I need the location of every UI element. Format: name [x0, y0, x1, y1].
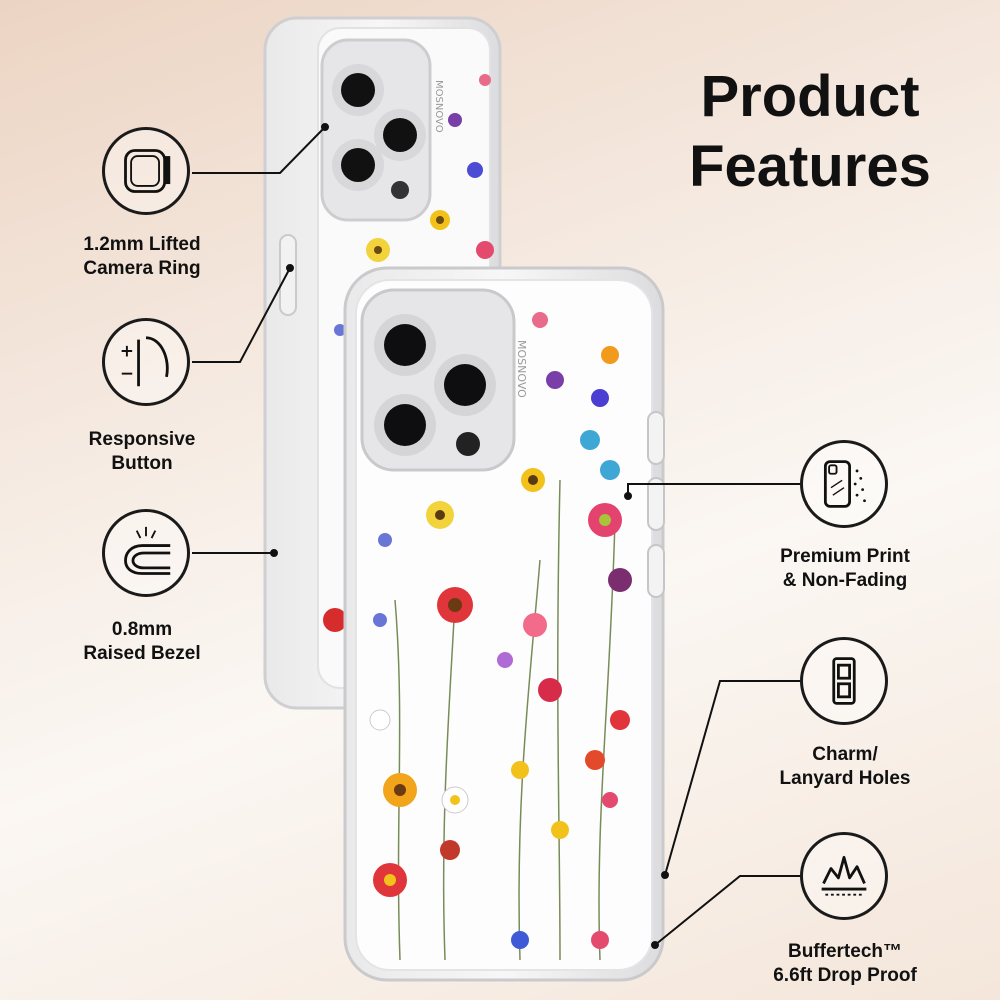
- feature-line: Button: [111, 453, 173, 474]
- feature-line: & Non-Fading: [782, 570, 908, 591]
- lanyard-holes-icon: [800, 637, 888, 725]
- minus-glyph: −: [120, 363, 134, 383]
- feature-line: 0.8mm: [111, 619, 173, 640]
- bezel-icon: [102, 509, 190, 597]
- feature-label-drop-proof: Buffertech™ 6.6ft Drop Proof: [755, 940, 935, 988]
- front-brand-text: MOSNOVO: [515, 340, 528, 398]
- feature-line: Raised Bezel: [83, 643, 201, 664]
- feature-line: Premium Print: [780, 546, 910, 567]
- title-line-2: Features: [689, 133, 931, 199]
- drop-proof-icon: [800, 832, 888, 920]
- leader-lines: [192, 123, 800, 949]
- button-icon: + −: [102, 318, 190, 406]
- camera-ring-icon: [102, 127, 190, 215]
- feature-label-camera-ring: 1.2mm Lifted Camera Ring: [52, 233, 232, 281]
- back-floral-print: [323, 74, 494, 632]
- front-phone-case: MOSNOVO: [343, 266, 665, 982]
- feature-label-lanyard: Charm/ Lanyard Holes: [755, 743, 935, 791]
- feature-label-bezel: 0.8mm Raised Bezel: [52, 618, 232, 666]
- front-flowers: [369, 312, 632, 949]
- back-brand-text: MOSNOVO: [433, 80, 444, 133]
- feature-line: Charm/: [812, 744, 878, 765]
- page-title: Product Features: [660, 62, 960, 201]
- print-icon: [800, 440, 888, 528]
- feature-line: Buffertech™: [787, 941, 902, 962]
- feature-line: Lanyard Holes: [779, 768, 911, 789]
- feature-line: 6.6ft Drop Proof: [773, 965, 917, 986]
- front-floral-print: [394, 479, 616, 961]
- title-line-1: Product: [700, 64, 920, 129]
- plus-glyph: +: [120, 340, 134, 360]
- feature-line: Camera Ring: [83, 258, 201, 279]
- feature-label-print: Premium Print & Non-Fading: [755, 545, 935, 593]
- feature-label-button: Responsive Button: [52, 428, 232, 476]
- feature-line: Responsive: [88, 429, 196, 450]
- feature-line: 1.2mm Lifted: [83, 234, 201, 255]
